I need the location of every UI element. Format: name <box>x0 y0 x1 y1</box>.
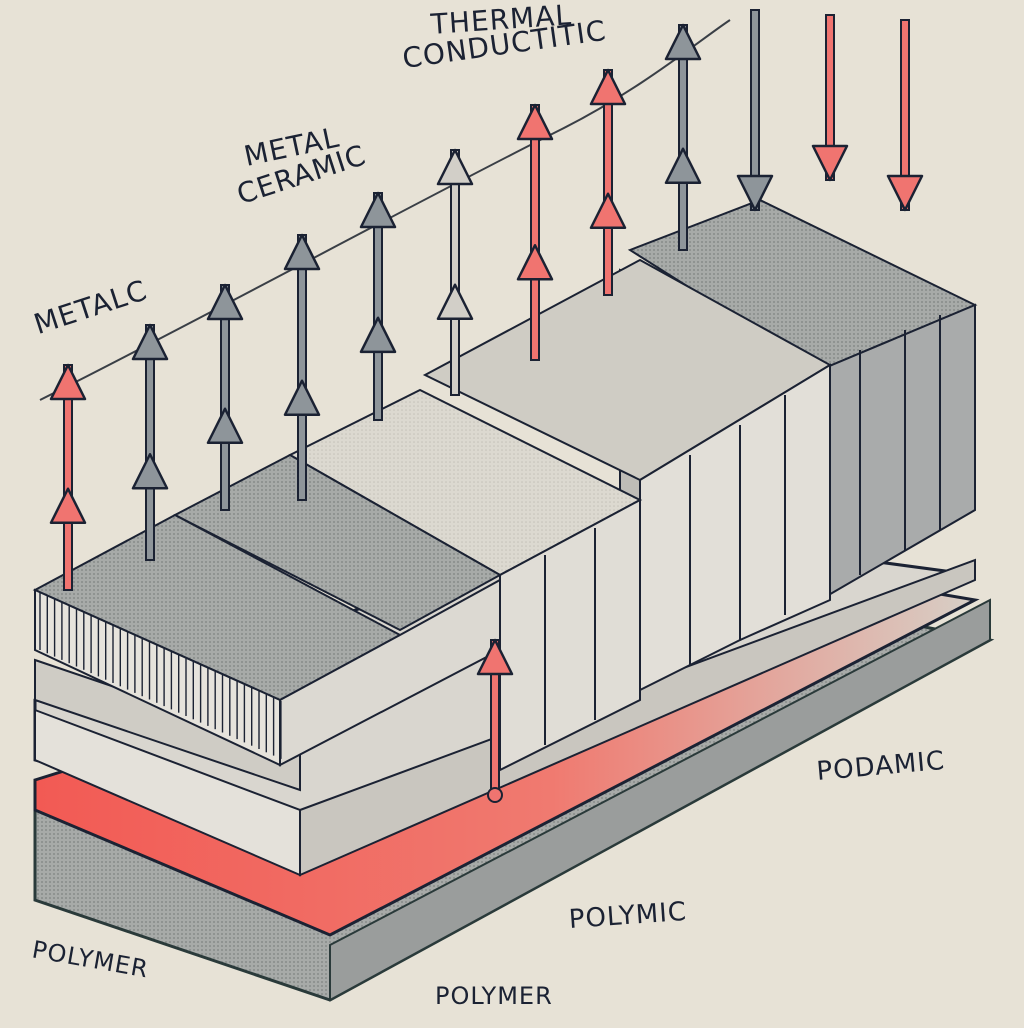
arrow-up-hot <box>476 638 514 803</box>
arrow-head <box>359 191 397 229</box>
label-polymer-center: POLYMER <box>435 982 553 1010</box>
arrow-double-cool <box>664 23 702 251</box>
layer-ceramic <box>287 388 643 772</box>
arrow-head <box>589 192 627 229</box>
arrow-head <box>49 487 87 524</box>
arrow-shaft <box>450 149 460 396</box>
arrow-head <box>131 453 169 490</box>
arrow-head <box>283 233 321 271</box>
layer-metal-gray <box>172 453 503 632</box>
arrow-down-hot <box>811 14 849 182</box>
arrow-head <box>516 244 554 281</box>
arrow-double-hot <box>589 68 627 296</box>
arrow-head <box>664 147 702 184</box>
layer-metal-textured <box>32 513 501 767</box>
layer-finned-middle <box>422 258 832 692</box>
arrows-group <box>49 9 924 803</box>
arrow-head <box>49 363 87 401</box>
arrow-head <box>283 379 321 416</box>
arrow-double-cool <box>131 323 169 561</box>
arrow-head <box>476 638 514 676</box>
arrow-head <box>436 148 474 186</box>
arrow-head <box>131 323 169 361</box>
fin-lines <box>39 592 282 759</box>
arrow-head <box>206 407 244 444</box>
arrow-head <box>664 23 702 61</box>
arrow-head <box>811 144 849 182</box>
arrow-head <box>359 316 397 354</box>
arrow-head <box>436 283 474 320</box>
arrow-double-hot <box>516 103 554 361</box>
arrow-double-hot <box>49 363 87 591</box>
arrow-down-cool <box>736 9 774 212</box>
arrow-head <box>886 174 924 212</box>
arrow-double-light <box>436 148 474 396</box>
arrow-tail-dot <box>487 787 503 803</box>
arrow-shaft <box>297 234 307 501</box>
arrow-double-cool <box>359 191 397 421</box>
arrow-head <box>516 103 554 141</box>
arrow-head <box>736 174 774 212</box>
arrow-shaft <box>530 104 540 361</box>
arrow-down-hot <box>886 19 924 212</box>
arrow-head <box>206 283 244 321</box>
arrow-double-cool <box>206 283 244 511</box>
arrow-head <box>589 68 627 106</box>
arrow-double-cool <box>283 233 321 501</box>
